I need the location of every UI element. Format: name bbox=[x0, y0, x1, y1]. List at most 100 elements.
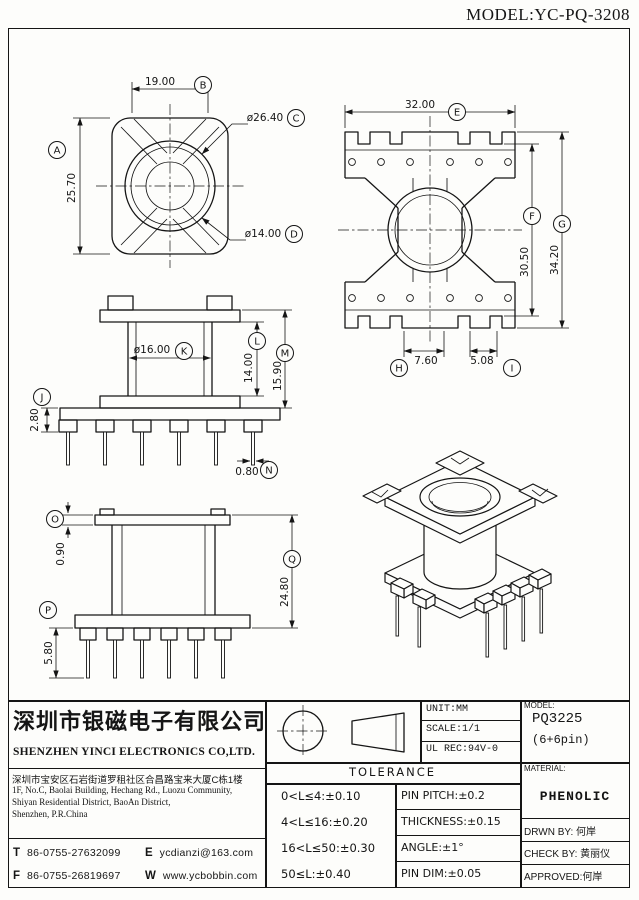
clip-tab bbox=[206, 295, 233, 311]
dim-front-height: 25.70 A bbox=[48, 117, 110, 255]
dim-front-outer-dia: ø26.40 C bbox=[201, 109, 305, 155]
dim-label: 19.00 bbox=[145, 76, 175, 88]
pin bbox=[177, 431, 181, 466]
bottom-flange bbox=[74, 614, 251, 629]
pin-hole bbox=[504, 294, 512, 302]
balloon-e: E bbox=[448, 103, 466, 121]
pin bbox=[521, 596, 526, 642]
tolerance-row-1: 4<L≤16:±0.20 bbox=[281, 815, 368, 829]
model-value: PQ3225 bbox=[532, 711, 583, 727]
balloon-b: B bbox=[194, 76, 212, 94]
material-value: PHENOLIC bbox=[539, 789, 611, 804]
clip-tab bbox=[99, 508, 115, 516]
tel-value: 86-0755-27632099 bbox=[27, 847, 121, 859]
divider bbox=[520, 864, 630, 865]
pin bbox=[194, 639, 198, 679]
company-name-en: SHENZHEN YINCI ELECTRONICS CO,LTD. bbox=[13, 746, 256, 758]
clip-tab bbox=[107, 295, 134, 311]
pin bbox=[140, 431, 144, 466]
iso-wing bbox=[518, 483, 558, 504]
divider bbox=[395, 861, 520, 862]
checked-by: CHECK BY: 黄丽仪 bbox=[524, 849, 611, 860]
dim-label: 5.08 bbox=[470, 355, 493, 367]
svg-text:D: D bbox=[290, 230, 298, 241]
top-flange bbox=[94, 514, 231, 526]
pin-hole bbox=[475, 294, 483, 302]
sheet-border bbox=[8, 28, 630, 888]
balloon-f: F bbox=[523, 207, 541, 225]
balloon-q: Q bbox=[283, 550, 301, 568]
dim-label: ø26.40 bbox=[247, 112, 283, 124]
pin-hole bbox=[348, 158, 356, 166]
svg-text:M: M bbox=[281, 349, 290, 360]
pin bbox=[66, 431, 70, 466]
iso-wing bbox=[362, 483, 402, 504]
dim-front-inner-dia: ø14.00 D bbox=[201, 217, 303, 243]
pin-hole bbox=[377, 158, 385, 166]
email-label: E bbox=[145, 847, 153, 859]
dim-stand-pin-length: 5.80 P bbox=[39, 601, 84, 679]
pin-hole bbox=[475, 158, 483, 166]
dim-stand-total-height: 24.80 Q bbox=[232, 514, 301, 629]
pin-header bbox=[59, 407, 281, 421]
dim-top-pin-group: 7.60 H bbox=[390, 331, 445, 377]
dim-top-inner-height: 30.50 F bbox=[504, 143, 541, 317]
top-flange bbox=[99, 309, 241, 323]
dim-top-total-height: 34.20 G bbox=[517, 131, 571, 329]
divider bbox=[520, 818, 630, 820]
tolerance-title: TOLERANCE bbox=[348, 765, 437, 779]
dim-label: 0.80 bbox=[235, 466, 258, 478]
balloon-l: L bbox=[248, 332, 266, 350]
pin-hole bbox=[446, 158, 454, 166]
balloon-d: D bbox=[285, 225, 303, 243]
material-label: MATERIAL: bbox=[524, 764, 566, 773]
drawn-by: DRWN BY: 何岸 bbox=[524, 827, 597, 838]
svg-text:O: O bbox=[51, 515, 59, 526]
divider bbox=[265, 700, 267, 888]
approved-by: APPROVED:何岸 bbox=[524, 872, 603, 883]
pin bbox=[103, 431, 107, 466]
svg-text:I: I bbox=[511, 364, 514, 375]
dim-side-pin-width: 0.80 N bbox=[235, 458, 278, 479]
dim-side-header-height: 2.80 J bbox=[29, 388, 58, 433]
iso-pin-block bbox=[412, 588, 436, 648]
pin bbox=[485, 612, 490, 658]
svg-text:J: J bbox=[40, 393, 44, 404]
pin-hole bbox=[406, 158, 414, 166]
pin bbox=[221, 639, 225, 679]
divider bbox=[395, 809, 520, 810]
svg-text:C: C bbox=[293, 114, 300, 125]
projection-symbols bbox=[277, 705, 405, 757]
unit-cell: UNIT:MM bbox=[426, 704, 469, 715]
balloon-c: C bbox=[287, 109, 305, 127]
company-address-en-3: Shenzhen, P.R.China bbox=[12, 809, 88, 819]
dim-label: 25.70 bbox=[66, 173, 78, 203]
dim-label: 32.00 bbox=[405, 99, 435, 111]
dim-side-winding-dia: ø16.00 K bbox=[129, 342, 211, 361]
divider bbox=[8, 700, 630, 702]
pin bbox=[417, 606, 422, 648]
balloon-n: N bbox=[260, 461, 278, 479]
standing-view: 0.90 O 24.80 Q 5.80 P bbox=[39, 502, 301, 679]
bottom-flange bbox=[99, 395, 241, 409]
company-address-en-2: Shiyan Residential District, BaoAn Distr… bbox=[12, 797, 171, 807]
fax-value: 86-0755-26819697 bbox=[27, 870, 121, 882]
dim-stand-flange-thickness: 0.90 O bbox=[46, 502, 93, 566]
balloon-o: O bbox=[46, 510, 64, 528]
iso-wing bbox=[435, 450, 485, 476]
dim-label: ø16.00 bbox=[134, 344, 170, 356]
fax-row: F 86-0755-26819697 bbox=[13, 866, 121, 884]
dim-side-total-height: 15.90 M bbox=[242, 309, 294, 409]
fax-label: F bbox=[13, 870, 21, 882]
tolerance-row-2: 16<L≤50:±0.30 bbox=[281, 841, 376, 855]
iso-pin-block bbox=[474, 592, 498, 658]
dim-side-window-height: 14.00 L bbox=[214, 321, 266, 397]
tolerance2-row-0: PIN PITCH:±0.2 bbox=[401, 789, 485, 802]
iso-pin-block bbox=[390, 577, 414, 637]
web-value: www.ycbobbin.com bbox=[162, 870, 258, 882]
side-view: ø16.00 K 14.00 L 15.90 M 2.80 J 0.80 N bbox=[29, 295, 294, 479]
